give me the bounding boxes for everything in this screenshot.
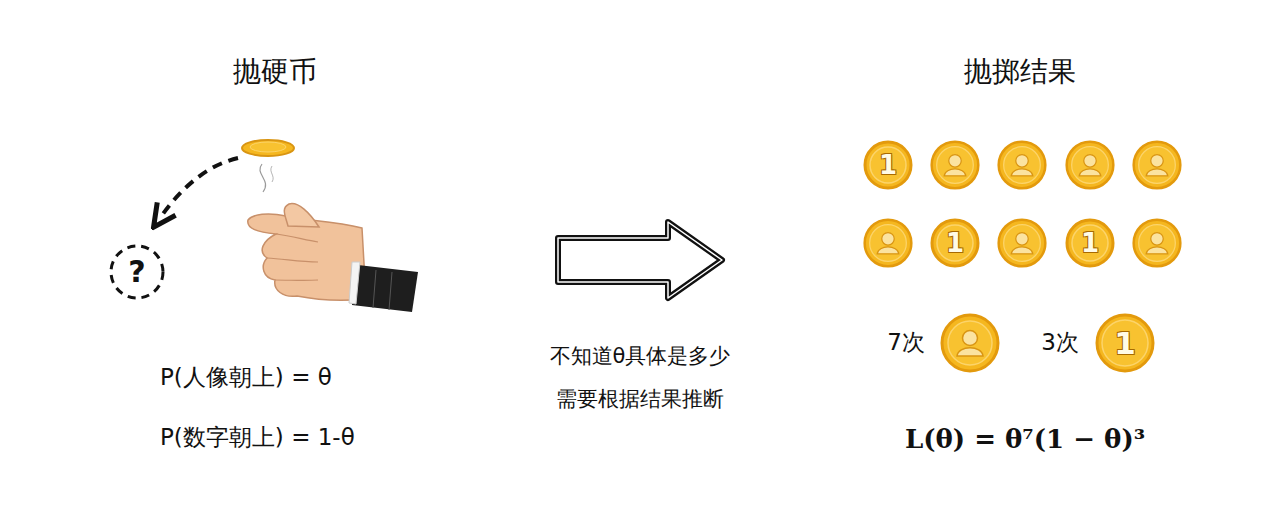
number-coin: 1 (1095, 313, 1155, 373)
count-label: 7次 (887, 329, 925, 357)
number-coin: 1 (930, 218, 980, 268)
portrait-coin (1067, 142, 1114, 189)
number-coin: 1 (863, 140, 913, 190)
dashed-arrow (160, 158, 238, 218)
portrait-coin (1134, 142, 1181, 189)
portrait-coin (999, 142, 1046, 189)
probability-formula: P(人像朝上) = θ (160, 364, 332, 392)
count-label: 3次 (1041, 329, 1079, 357)
flipping-coin (242, 140, 294, 156)
portrait-coin (932, 142, 979, 189)
note-text: 不知道θ具体是多少 (550, 344, 731, 369)
portrait-coin (942, 315, 998, 371)
motion-line (260, 164, 266, 192)
unknown-circle: ? (109, 244, 165, 300)
note-text: 需要根据结果推断 (556, 387, 724, 412)
section-title: 抛掷结果 (964, 55, 1076, 89)
probability-formula: P(数字朝上) = 1-θ (160, 424, 355, 452)
portrait-coin (865, 220, 912, 267)
coin-number: 1 (1114, 328, 1136, 359)
coin-number: 1 (946, 230, 964, 256)
hand-illustration (248, 204, 418, 312)
portrait-coin (1134, 220, 1181, 267)
question-mark: ? (128, 257, 145, 287)
number-coin: 1 (1065, 218, 1115, 268)
coin-number: 1 (1081, 230, 1099, 256)
likelihood-formula: L(θ) = θ⁷(1 − θ)³ (905, 424, 1145, 455)
motion-line (271, 166, 273, 182)
coin-number: 1 (879, 152, 897, 178)
hollow-arrow (558, 222, 722, 298)
portrait-coin (999, 220, 1046, 267)
section-title: 抛硬币 (233, 55, 317, 89)
